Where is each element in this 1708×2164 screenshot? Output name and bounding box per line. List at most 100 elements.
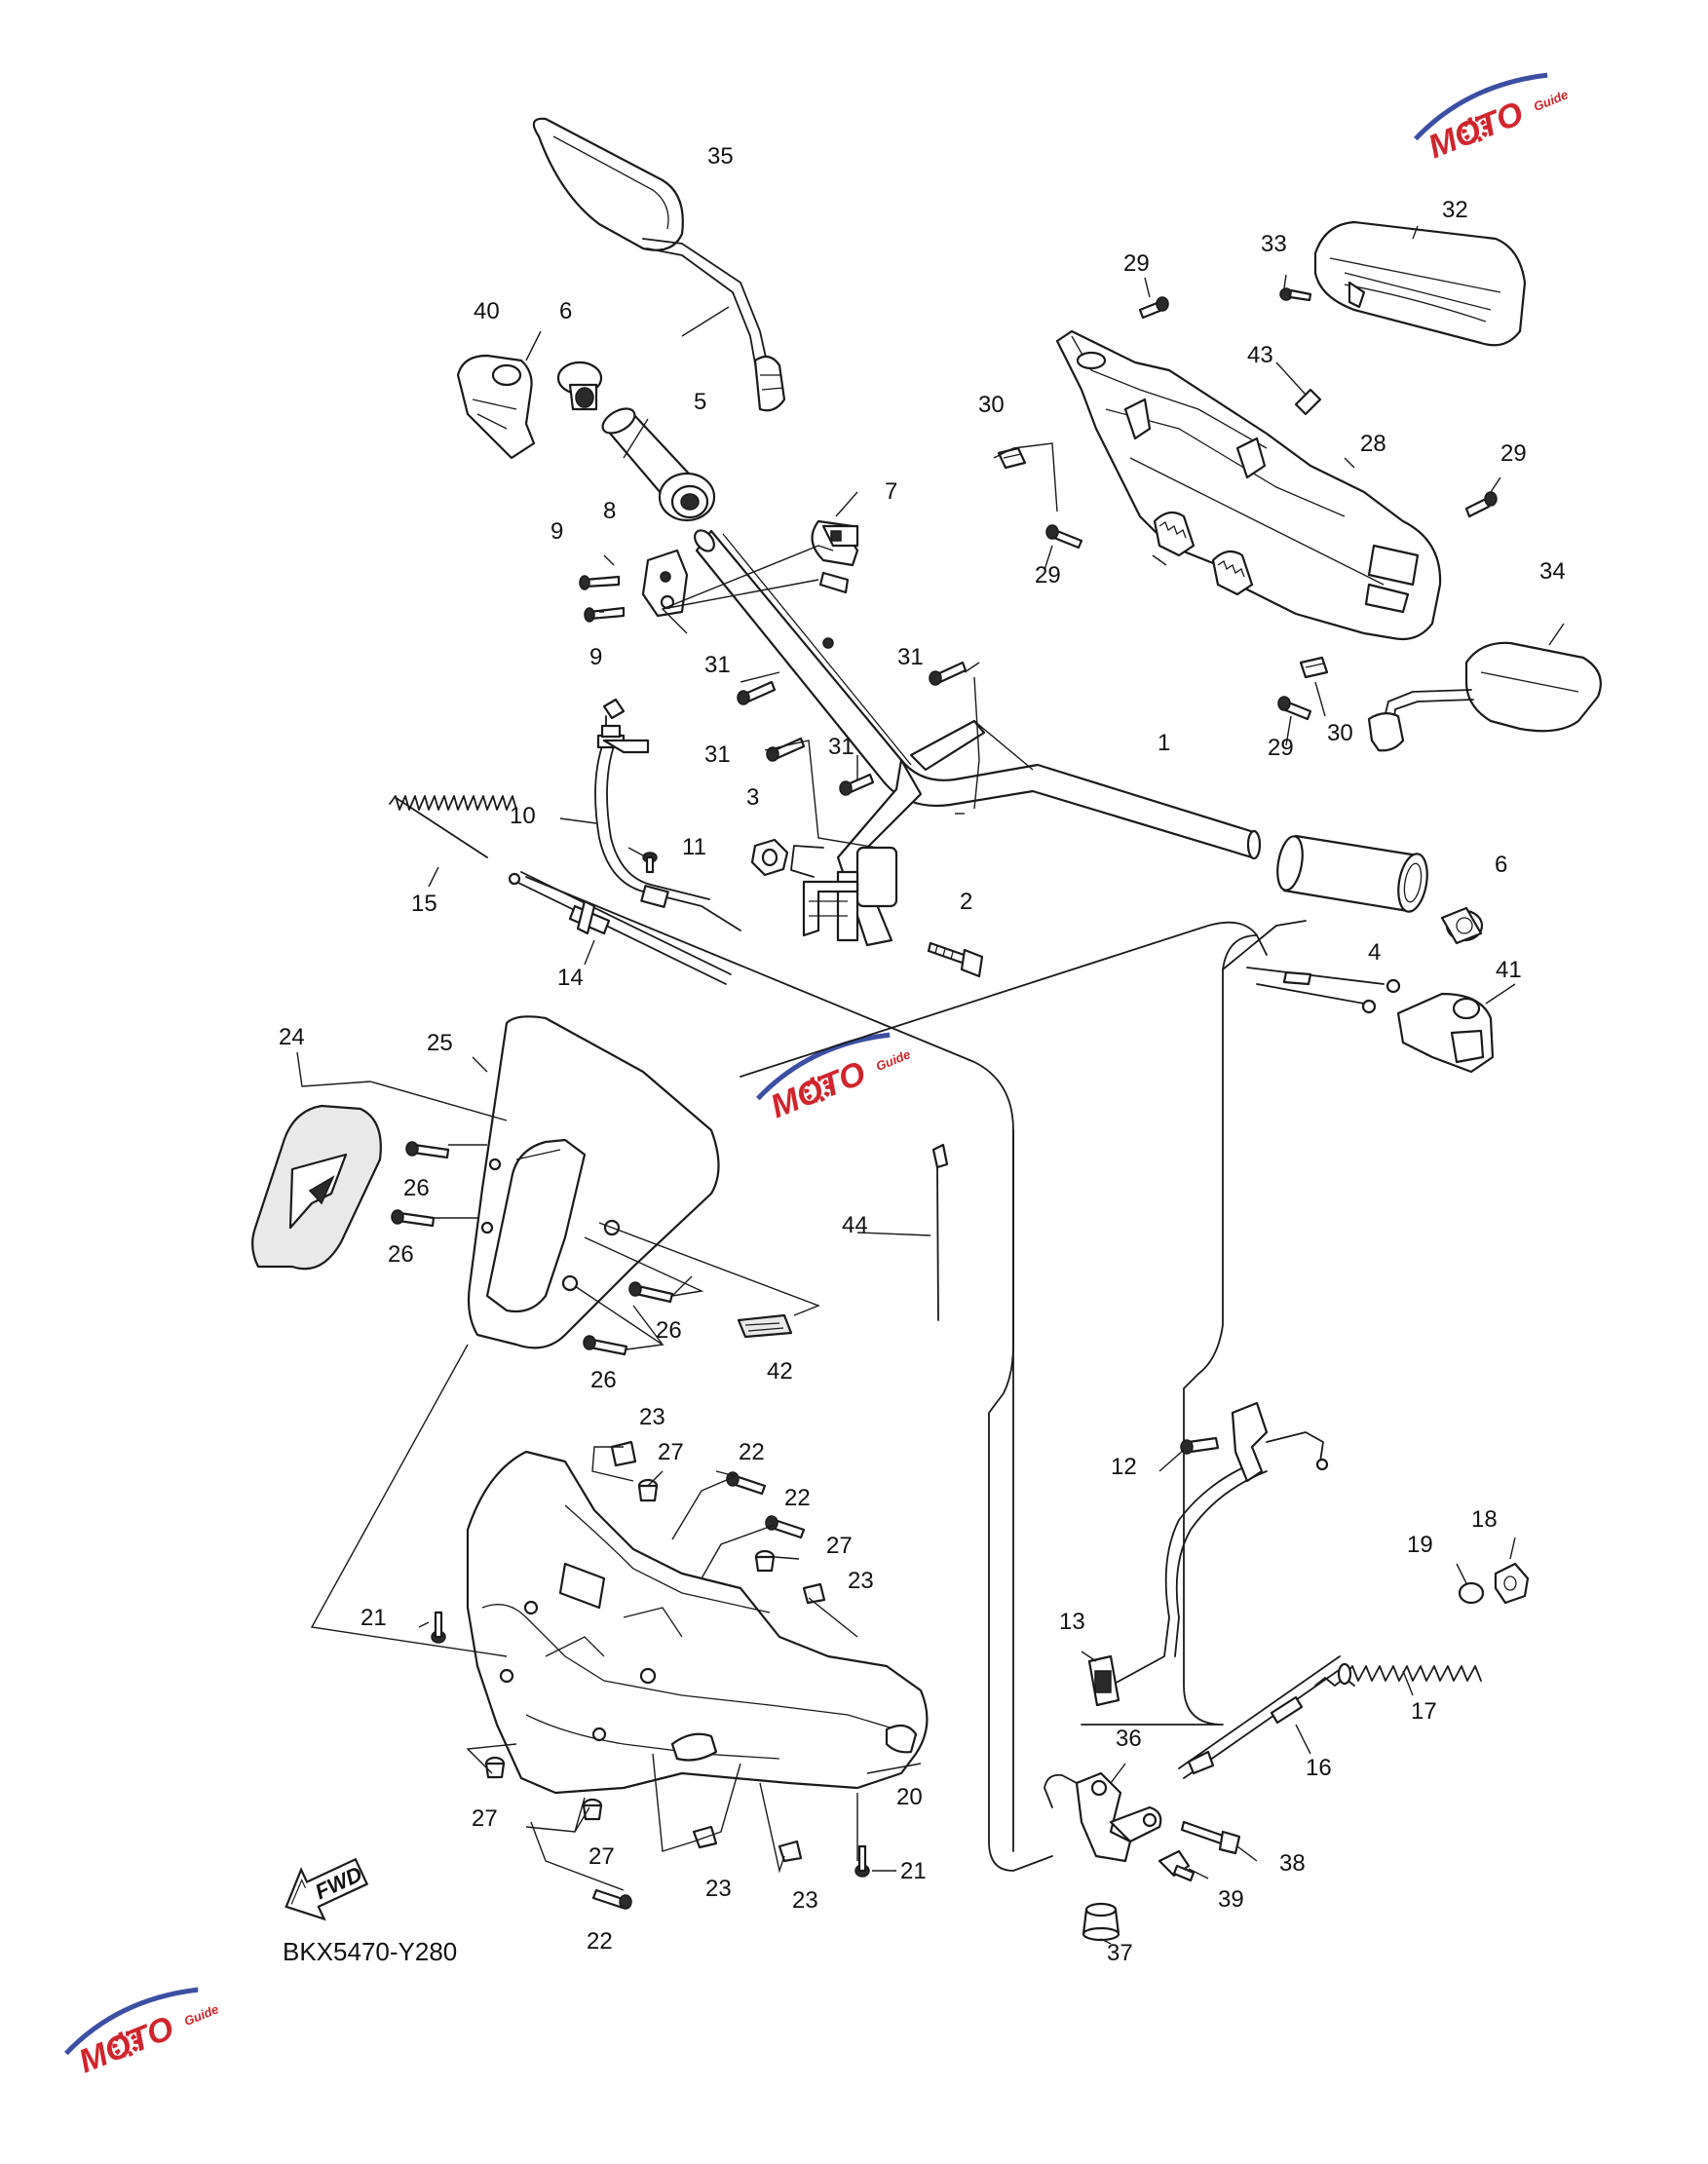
callout-32: 32 [1442, 197, 1468, 223]
callout-16: 16 [1306, 1755, 1332, 1781]
callout-7: 7 [885, 478, 897, 505]
callout-34: 34 [1539, 558, 1566, 585]
nut-3 [750, 838, 789, 877]
screw-29-lower [1277, 696, 1312, 721]
collar-19 [1458, 1581, 1485, 1605]
bolt-2 [927, 941, 984, 978]
throttle-housing-8 [641, 549, 689, 618]
callout-31-d: 31 [828, 734, 854, 760]
bar-end-left [556, 361, 603, 411]
callout-13: 13 [1059, 1609, 1085, 1635]
callout-27-d: 27 [588, 1843, 615, 1870]
callout-3: 3 [746, 784, 759, 811]
screw-31-a [737, 680, 777, 705]
callout-30-right: 30 [1327, 720, 1353, 746]
callout-22-b: 22 [784, 1485, 811, 1511]
callout-23-top: 23 [639, 1404, 665, 1430]
callout-29-lower: 29 [1268, 735, 1294, 761]
grip-right [1276, 834, 1428, 913]
callout-18: 18 [1471, 1506, 1498, 1533]
screw-31-d [839, 773, 875, 796]
grip-left [601, 407, 716, 522]
throttle-cable-10 [594, 698, 741, 931]
cable-routing-lines [525, 876, 1307, 1872]
bolt-39 [1158, 1849, 1196, 1882]
callout-10: 10 [510, 803, 536, 829]
screw-11 [642, 852, 658, 874]
plate-43 [1294, 388, 1322, 416]
callout-42: 42 [767, 1358, 793, 1385]
clip-30-left [997, 446, 1027, 470]
clip-23-right [802, 1582, 826, 1605]
callout-26-c: 26 [656, 1317, 682, 1344]
screw-22-c [591, 1888, 632, 1910]
brake-cable-12 [1110, 1401, 1329, 1687]
screw-29-right [1464, 491, 1498, 518]
callout-4: 4 [1368, 939, 1381, 966]
callout-22-a: 22 [739, 1439, 765, 1465]
callout-30-left: 30 [978, 392, 1005, 418]
callout-20: 20 [896, 1784, 923, 1810]
callout-8: 8 [603, 498, 616, 524]
clamp-half-7 [811, 519, 859, 594]
choke-cable-14 [508, 871, 732, 985]
switch-housing-left [456, 354, 536, 460]
watermark-center: MOTO Guide [756, 1032, 913, 1125]
bracket-36 [1044, 1771, 1162, 1863]
callout-29-mid: 29 [1035, 562, 1061, 588]
screw-9-lower [584, 606, 626, 623]
screw-33 [1279, 287, 1312, 302]
svg-text:Guide: Guide [874, 1046, 913, 1074]
callout-43: 43 [1247, 342, 1273, 368]
callout-6-right: 6 [1495, 852, 1507, 878]
grommet-27-b [754, 1549, 776, 1573]
callout-40: 40 [474, 298, 500, 324]
visor-inner-24 [251, 1104, 382, 1271]
meter-cover [1313, 220, 1527, 347]
windscreen-25 [467, 1015, 720, 1349]
watermark-bottom-left: MOTO Guide [64, 1987, 221, 2080]
callout-11: 11 [682, 834, 706, 860]
handlebar-cover-rear [1055, 329, 1442, 641]
screw-31-b [929, 661, 968, 686]
callout-5: 5 [694, 389, 706, 415]
callout-35: 35 [707, 143, 734, 170]
callout-25: 25 [427, 1030, 453, 1056]
callout-37: 37 [1107, 1940, 1133, 1966]
screw-26-a [405, 1141, 450, 1159]
grommet-27-c [484, 1756, 506, 1779]
callout-27-b: 27 [826, 1533, 853, 1559]
handlebar [694, 529, 1262, 947]
svg-text:MOTO: MOTO [74, 2009, 179, 2080]
svg-text:MOTO: MOTO [766, 1054, 871, 1125]
callout-24: 24 [279, 1024, 305, 1050]
callout-12: 12 [1111, 1454, 1137, 1480]
grommet-27-d [582, 1798, 603, 1821]
nut-18 [1494, 1562, 1530, 1605]
mirror-left [532, 117, 786, 412]
callout-27-a: 27 [658, 1439, 684, 1465]
switch-housing-right [1396, 992, 1495, 1074]
svg-text:MOTO: MOTO [1423, 95, 1529, 166]
callout-22-c: 22 [587, 1928, 613, 1955]
callout-2: 2 [960, 889, 972, 915]
callout-6-left: 6 [559, 298, 572, 324]
screw-22-b [765, 1515, 806, 1539]
callout-labels: 1 2 3 4 5 6 6 7 8 9 9 10 11 12 13 14 15 … [279, 143, 1566, 1966]
screw-9-upper [579, 575, 621, 590]
callout-21-right: 21 [900, 1858, 927, 1884]
callout-29-top: 29 [1123, 250, 1150, 277]
guide-13 [1087, 1654, 1120, 1707]
callout-39: 39 [1218, 1886, 1244, 1913]
screw-26-b [391, 1209, 436, 1228]
callout-21-left: 21 [361, 1605, 387, 1631]
screw-26-d [583, 1335, 628, 1356]
watermark-top-right: MOTO Guide [1414, 72, 1571, 166]
screw-21-left [431, 1611, 446, 1644]
screw-29-top [1138, 296, 1169, 320]
callout-26-a: 26 [403, 1175, 430, 1201]
diagram-code: BKX5470-Y280 [283, 1937, 457, 1966]
spring-15 [389, 795, 517, 858]
emblem-42 [737, 1313, 793, 1339]
